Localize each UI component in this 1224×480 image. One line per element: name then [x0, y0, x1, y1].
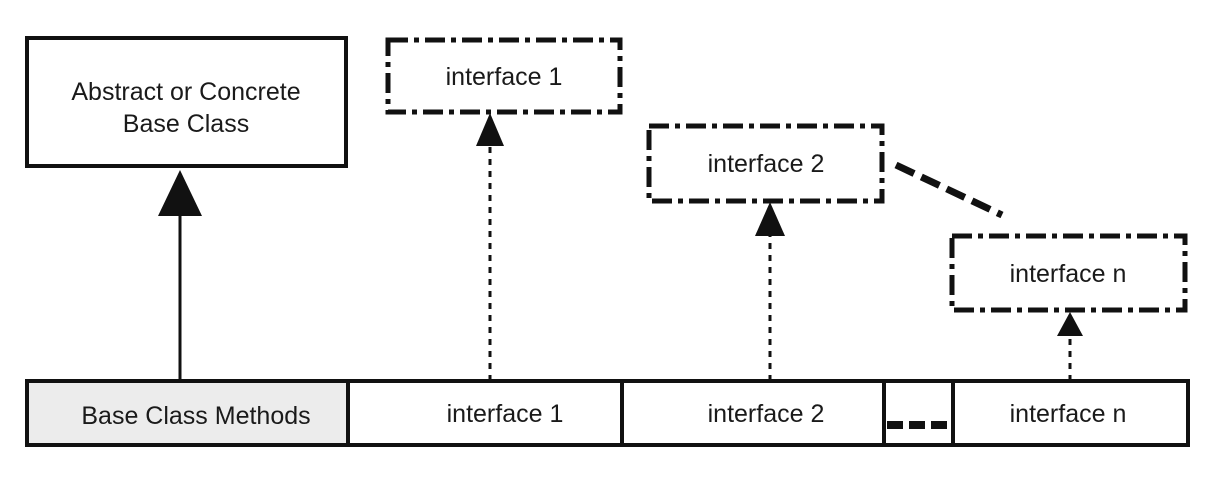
interface-1-label: interface 1 [446, 63, 563, 91]
realization-arrowhead-n [1057, 312, 1083, 336]
realization-arrowhead-1 [476, 113, 504, 146]
methods-interface-2-label: interface 2 [708, 400, 825, 428]
interface-1-box [385, 37, 623, 115]
methods-interface-1-label: interface 1 [447, 400, 564, 428]
base-class-methods-label: Base Class Methods [81, 402, 310, 430]
methods-interface-n-label: interface n [1010, 400, 1127, 428]
inheritance-arrow [158, 170, 202, 381]
interface-n-box [949, 233, 1188, 313]
interface-2-label: interface 2 [708, 150, 825, 178]
inheritance-arrowhead [158, 170, 202, 216]
realization-arrow-2 [755, 202, 785, 381]
interface-2-box [646, 123, 885, 204]
realization-arrowhead-2 [755, 202, 785, 236]
interface-2-node: interface 2 [646, 123, 885, 204]
interface-n-label: interface n [1010, 260, 1127, 288]
methods-bar-outline [25, 379, 1190, 447]
methods-bar: Base Class Methods interface 1 interface… [25, 379, 1190, 447]
base-class-methods-cell [27, 381, 348, 445]
base-class-label-line1: Abstract or Concrete [71, 78, 300, 106]
base-class-box [25, 36, 348, 168]
base-class-node: Abstract or Concrete Base Class [25, 36, 348, 168]
base-class-label-line2: Base Class [123, 110, 249, 138]
interface-1-node: interface 1 [385, 37, 623, 115]
interface-n-node: interface n [949, 233, 1188, 313]
ellipsis-dashed-connector [894, 161, 1004, 219]
realization-arrow-1 [476, 113, 504, 381]
realization-arrow-n [1057, 312, 1083, 381]
